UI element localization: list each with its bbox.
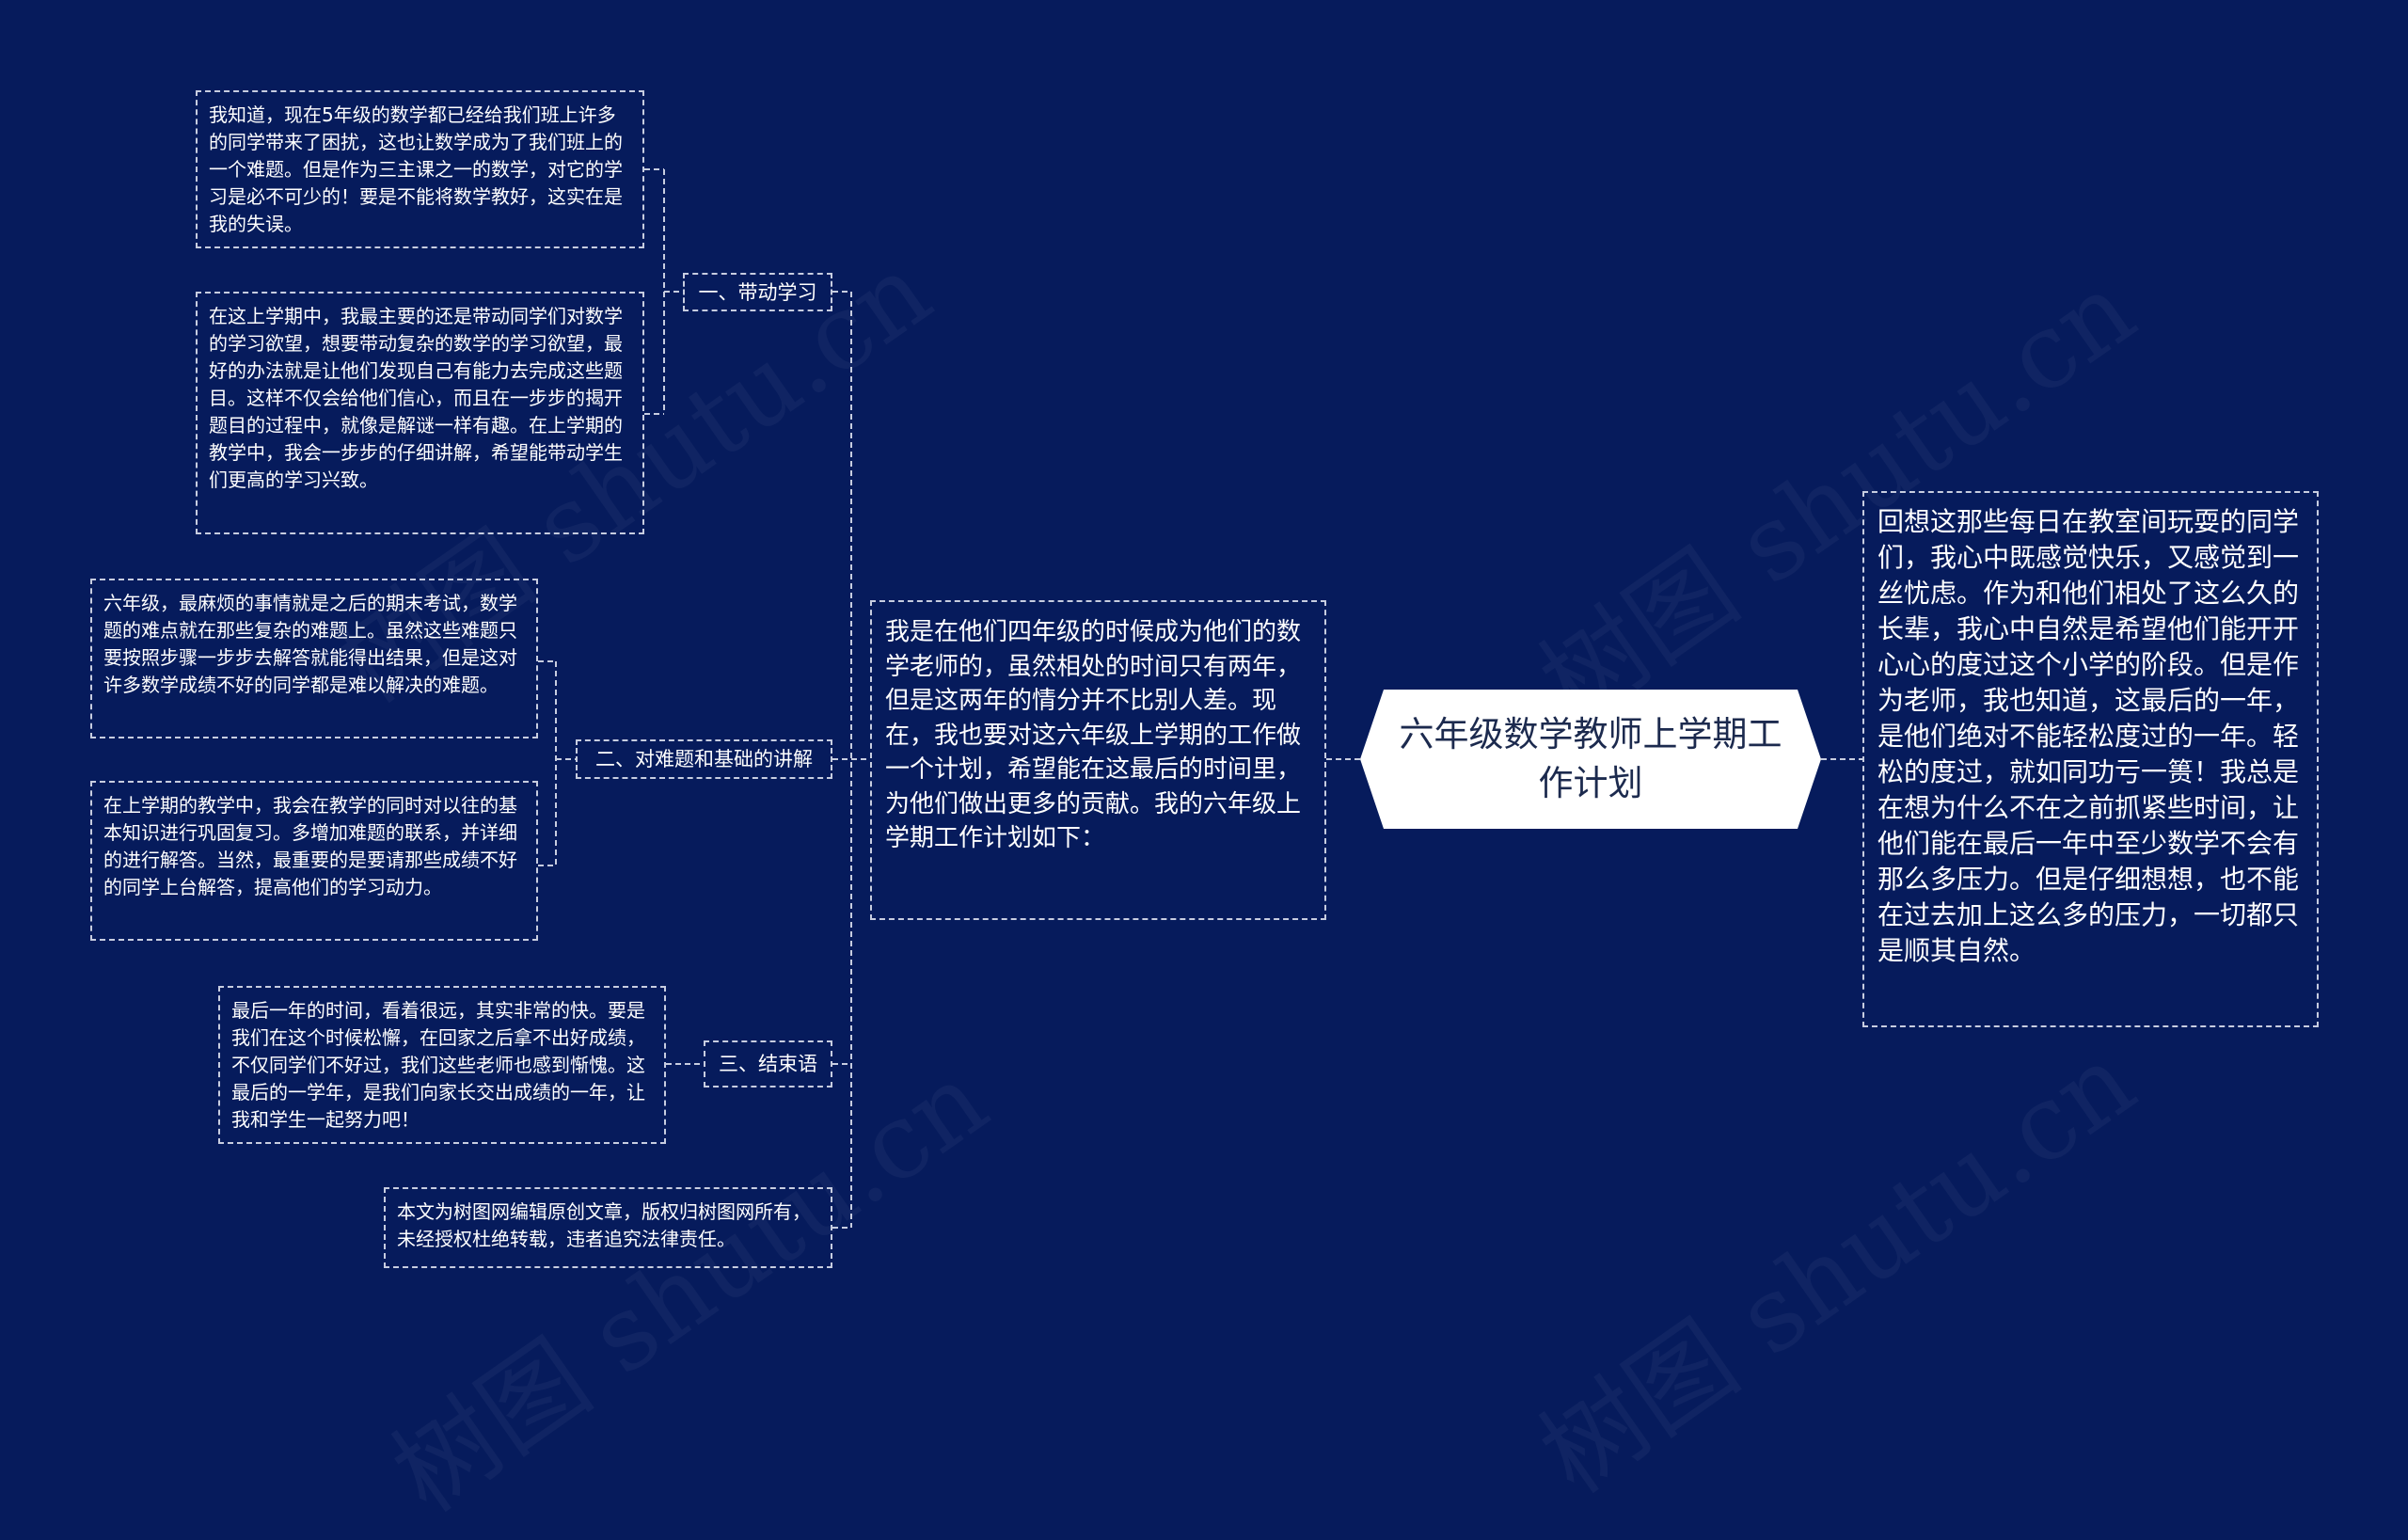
branch-node-2[interactable]: 二、对难题和基础的讲解 bbox=[576, 739, 832, 779]
right-node[interactable]: 回想这那些每日在教室间玩耍的同学们，我心中既感觉快乐，又感觉到一丝忧虑。作为和他… bbox=[1862, 491, 2319, 1027]
leaf-1-2[interactable]: 在这上学期中，我最主要的还是带动同学们对数学的学习欲望，想要带动复杂的数学的学习… bbox=[196, 292, 644, 534]
center-topic[interactable]: 六年级数学教师上学期工作计划 bbox=[1360, 690, 1821, 829]
right-text: 回想这那些每日在教室间玩耍的同学们，我心中既感觉快乐，又感觉到一丝忧虑。作为和他… bbox=[1877, 506, 2300, 966]
branch-node-3[interactable]: 三、结束语 bbox=[704, 1040, 832, 1088]
leaf-1-1[interactable]: 我知道，现在5年级的数学都已经给我们班上许多的同学带来了困扰，这也让数学成为了我… bbox=[196, 90, 644, 248]
branch-1-label: 一、带动学习 bbox=[698, 280, 817, 304]
branch-node-1[interactable]: 一、带动学习 bbox=[683, 273, 832, 311]
copyright-node[interactable]: 本文为树图网编辑原创文章，版权归树图网所有，未经授权杜绝转载，违者追究法律责任。 bbox=[384, 1187, 832, 1268]
intro-text: 我是在他们四年级的时候成为他们的数学老师的，虽然相处的时间只有两年，但是这两年的… bbox=[885, 618, 1302, 852]
branch-2-label: 二、对难题和基础的讲解 bbox=[595, 748, 813, 770]
leaf-2-1[interactable]: 六年级，最麻烦的事情就是之后的期末考试，数学题的难点就在那些复杂的难题上。虽然这… bbox=[90, 579, 538, 738]
leaf-1-1-text: 我知道，现在5年级的数学都已经给我们班上许多的同学带来了困扰，这也让数学成为了我… bbox=[209, 103, 623, 235]
connector-lines bbox=[538, 168, 1862, 1229]
copyright-text: 本文为树图网编辑原创文章，版权归树图网所有，未经授权杜绝转载，违者追究法律责任。 bbox=[397, 1200, 811, 1250]
leaf-3-1[interactable]: 最后一年的时间，看着很远，其实非常的快。要是我们在这个时候松懈，在回家之后拿不出… bbox=[218, 986, 666, 1144]
center-hexagon bbox=[1360, 690, 1821, 829]
leaf-2-2[interactable]: 在上学期的教学中，我会在教学的同时对以往的基本知识进行巩固复习。多增加难题的联系… bbox=[90, 781, 538, 941]
leaf-1-2-text: 在这上学期中，我最主要的还是带动同学们对数学的学习欲望，想要带动复杂的数学的学习… bbox=[209, 305, 623, 491]
branch-3-label: 三、结束语 bbox=[719, 1053, 817, 1075]
leaf-2-1-text: 六年级，最麻烦的事情就是之后的期末考试，数学题的难点就在那些复杂的难题上。虽然这… bbox=[103, 592, 517, 696]
intro-node[interactable]: 我是在他们四年级的时候成为他们的数学老师的，虽然相处的时间只有两年，但是这两年的… bbox=[870, 600, 1326, 920]
center-title: 六年级数学教师上学期工作计划 bbox=[1399, 714, 1782, 803]
leaf-3-1-text: 最后一年的时间，看着很远，其实非常的快。要是我们在这个时候松懈，在回家之后拿不出… bbox=[231, 999, 645, 1131]
leaf-2-2-text: 在上学期的教学中，我会在教学的同时对以往的基本知识进行巩固复习。多增加难题的联系… bbox=[103, 794, 517, 898]
